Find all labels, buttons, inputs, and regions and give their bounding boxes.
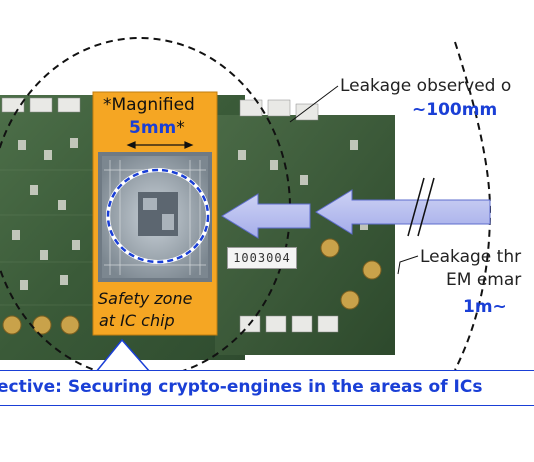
em-emanation-distance: 1m~: [463, 297, 507, 317]
magnified-label: *Magnified: [103, 95, 195, 115]
chip-core-ellipse-dash: [106, 168, 210, 264]
safety-zone-line1: Safety zone: [98, 289, 193, 308]
leak2-pointer: [397, 255, 419, 275]
magnified-size-asterisk: *: [176, 118, 185, 138]
objective-banner: ective: Securing crypto-engines in the a…: [0, 370, 534, 406]
leakage-through-label: Leakage thr: [420, 247, 522, 267]
arrow-break-marks: [407, 177, 435, 237]
scale-arrow: [126, 141, 194, 149]
magnified-size-value: 5mm: [129, 118, 177, 138]
pcb-board-right: [215, 99, 395, 355]
arrow-to-chip: [221, 193, 311, 239]
board-label: 1003004: [227, 247, 297, 269]
leakage-observed-distance: ~100mm: [412, 100, 498, 120]
leak1-pointer: [289, 85, 339, 123]
chip-micrograph: [98, 152, 212, 282]
arrow-incoming: [315, 189, 491, 235]
leakage-observed-label: Leakage observed o: [340, 76, 512, 96]
em-emanation-label: EM emar: [446, 270, 522, 290]
safety-zone-line2: at IC chip: [99, 311, 175, 330]
magnified-size: 5mm*: [129, 118, 185, 138]
